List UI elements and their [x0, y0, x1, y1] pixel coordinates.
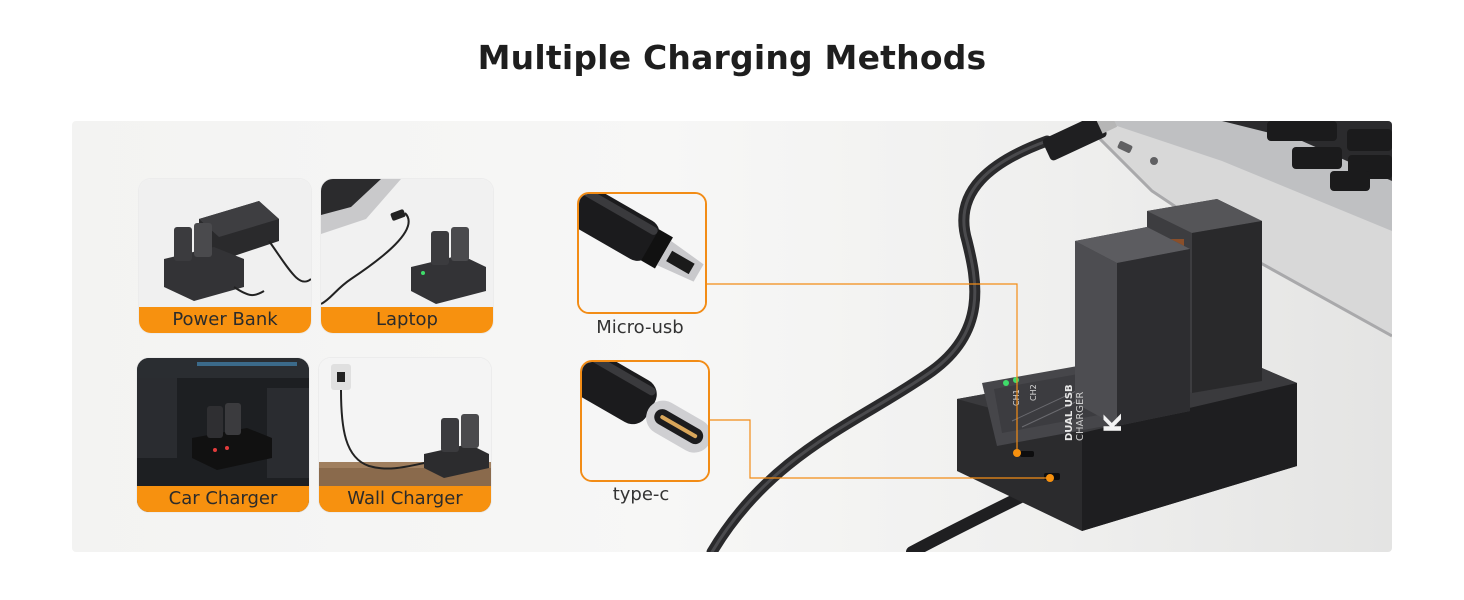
charger-print-line2: CHARGER: [1075, 392, 1086, 441]
method-label: Laptop: [321, 307, 493, 333]
charger-scene-illustration: DUAL USB CHARGER K CH1 CH2: [705, 121, 1392, 552]
type-c-leader-line: [708, 419, 1050, 479]
charger-print: DUAL USB CHARGER: [1064, 384, 1086, 441]
method-label: Wall Charger: [319, 486, 491, 512]
type-c-icon: [582, 362, 708, 480]
charger-print-line1: DUAL USB: [1064, 384, 1075, 441]
method-label: Power Bank: [139, 307, 311, 333]
connector-label: type-c: [612, 484, 670, 505]
micro-usb-icon: [579, 194, 705, 312]
brand-logo: K: [1099, 413, 1127, 433]
method-card-car-charger: Car Charger: [137, 358, 309, 512]
connector-label: Micro-usb: [596, 317, 684, 338]
method-label: Car Charger: [137, 486, 309, 512]
method-card-laptop: Laptop: [321, 179, 493, 333]
product-scene: DUAL USB CHARGER K CH1 CH2 Power Bank: [72, 121, 1392, 552]
method-card-power-bank: Power Bank: [139, 179, 311, 333]
slot2-label: CH2: [1029, 384, 1038, 401]
connector-micro-usb: [577, 192, 707, 314]
connector-type-c: [580, 360, 710, 482]
micro-usb-leader-line: [705, 283, 1018, 451]
page-title: Multiple Charging Methods: [477, 38, 987, 77]
battery-front: [1075, 227, 1190, 426]
method-card-wall-charger: Wall Charger: [319, 358, 491, 512]
